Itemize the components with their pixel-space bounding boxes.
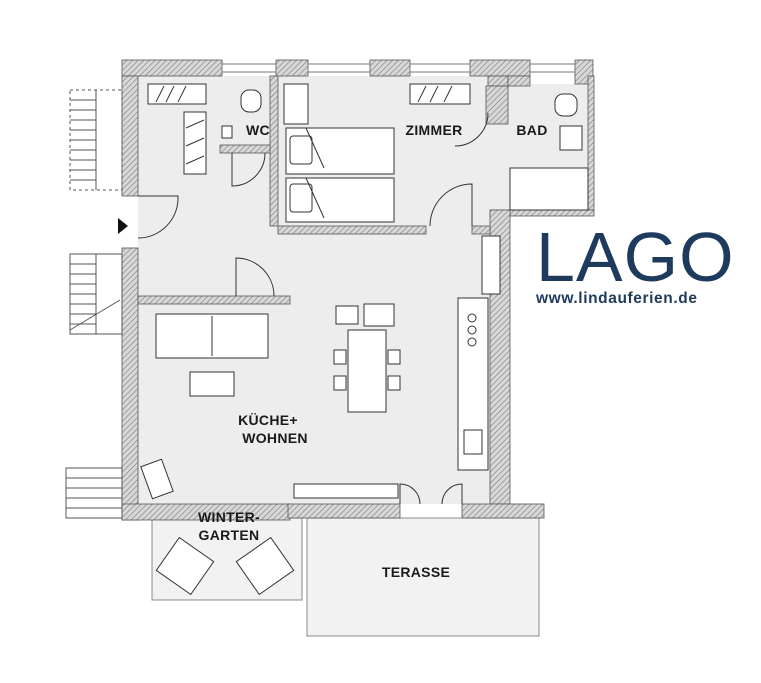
logo-url: www.lindauferien.de (536, 290, 698, 307)
room-label-zimmer: ZIMMER (405, 122, 462, 138)
lago-logo: LAGO www.lindauferien.de (536, 218, 735, 308)
logo-wordmark: LAGO (536, 218, 735, 296)
room-label-terasse: TERASSE (382, 564, 450, 580)
entrance-arrow-icon (118, 218, 128, 234)
doors (137, 112, 489, 505)
room-label-bad: BAD (516, 122, 547, 138)
room-label-wintergarten-line1: WINTER- (198, 509, 260, 525)
room-label-kueche-line1: KÜCHE+ (238, 412, 298, 428)
staircase (65, 89, 123, 519)
windows (221, 63, 576, 73)
room-label-wintergarten-line2: GARTEN (199, 527, 260, 543)
room-label-wc: WC (246, 122, 270, 138)
room-label-kueche-line2: WOHNEN (242, 430, 308, 446)
furniture (140, 83, 589, 596)
